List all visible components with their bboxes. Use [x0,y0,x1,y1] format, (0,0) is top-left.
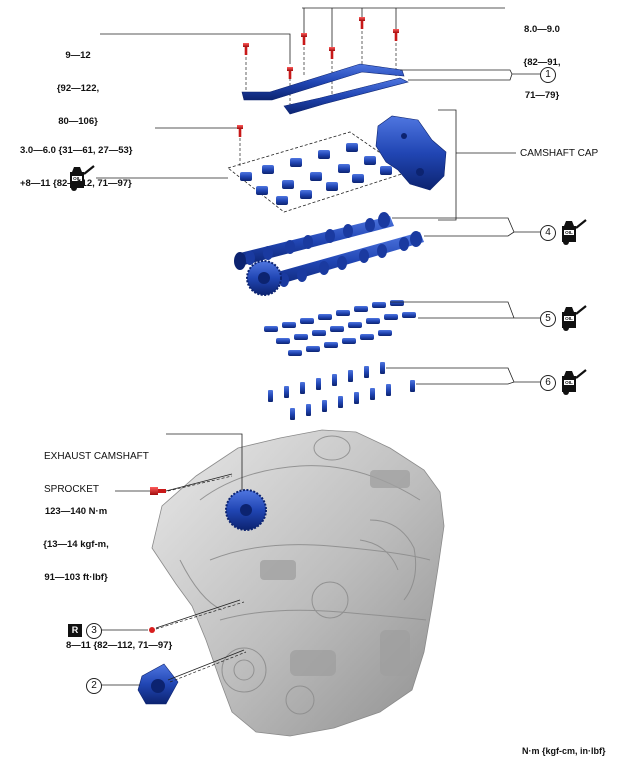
torque-spec-top-left: 9—12 {92—122, 80—106} [56,50,100,127]
part-number-4: 4 [540,225,556,241]
part-number-1: 1 [540,67,556,83]
engine-icon [137,429,445,737]
units-note: N·m {kgf-cm, in·lbf} [522,746,606,756]
part-number-3: 3 [86,623,102,639]
sprocket-bolt [115,433,243,495]
oil-can-icon [560,304,588,333]
part-number-2: 2 [86,678,102,694]
oil-can-icon [560,218,588,247]
camshaft-icon [234,212,540,296]
exhaust-sprocket-label: EXHAUST CAMSHAFT SPROCKET [44,451,149,495]
part-number-5: 5 [540,311,556,327]
camshaft-bracket-assembly [100,7,540,115]
torque-spec-top-right: 8.0—9.0 {82—91, 71—79} [523,24,561,101]
torque-spec-cap-bolt: 3.0—6.0 {31—61, 27—53} +8—11 {82—112, 71… [20,145,133,189]
torque-spec-part3: 8—11 {82—112, 71—97} [66,640,173,651]
replace-mark: R [68,624,82,637]
camshaft-cap-assembly [96,109,516,221]
part-number-6: 6 [540,375,556,391]
lash-adjuster-set [268,362,415,420]
torque-spec-sprocket-bolt: 123—140 N·m {13—14 kgf-m, 91—103 ft·lbf} [43,506,109,583]
oil-can-icon [560,368,588,397]
rocker-arm-set [264,300,416,356]
camshaft-cap-label: CAMSHAFT CAP [520,148,599,159]
